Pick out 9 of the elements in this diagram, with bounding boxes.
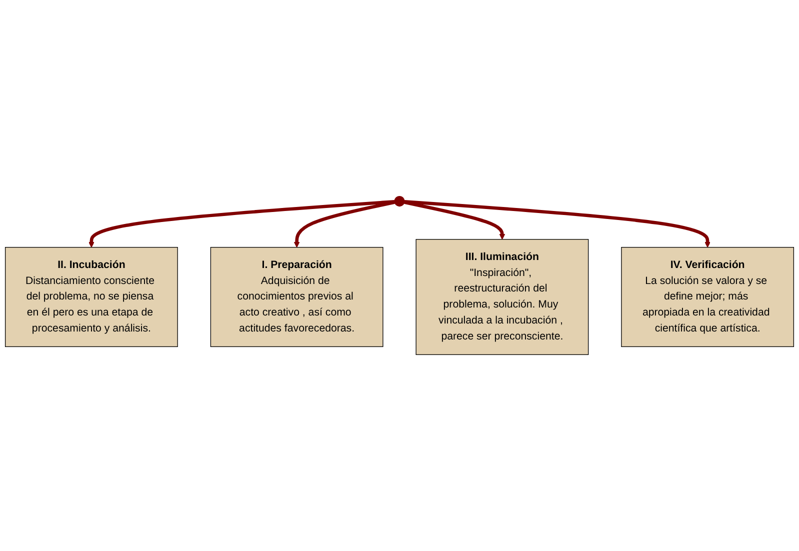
node-box: IV. Verificación La solución se valora y se define mejor; más apropiada en la creatividad científica que artística. [621, 247, 794, 348]
arrow [404, 200, 710, 248]
node-box: I. Preparación Adquisición de conocimientos previos al acto creativo , así como actitudes favorecedoras. [210, 247, 384, 348]
arrow [404, 200, 506, 240]
node-box: III. Iluminación "Inspiración", reestructuración del problema, solución. Muy vinculada a la incubación , parece ser preconsciente. [416, 239, 589, 355]
node-circle [394, 196, 405, 207]
node-box: II. Incubación Distanciamiento consciente del problema, no se piensa en él pero es una etapa de procesamiento y análisis. [4, 247, 178, 348]
arrow [294, 200, 395, 248]
arrow [88, 200, 395, 248]
